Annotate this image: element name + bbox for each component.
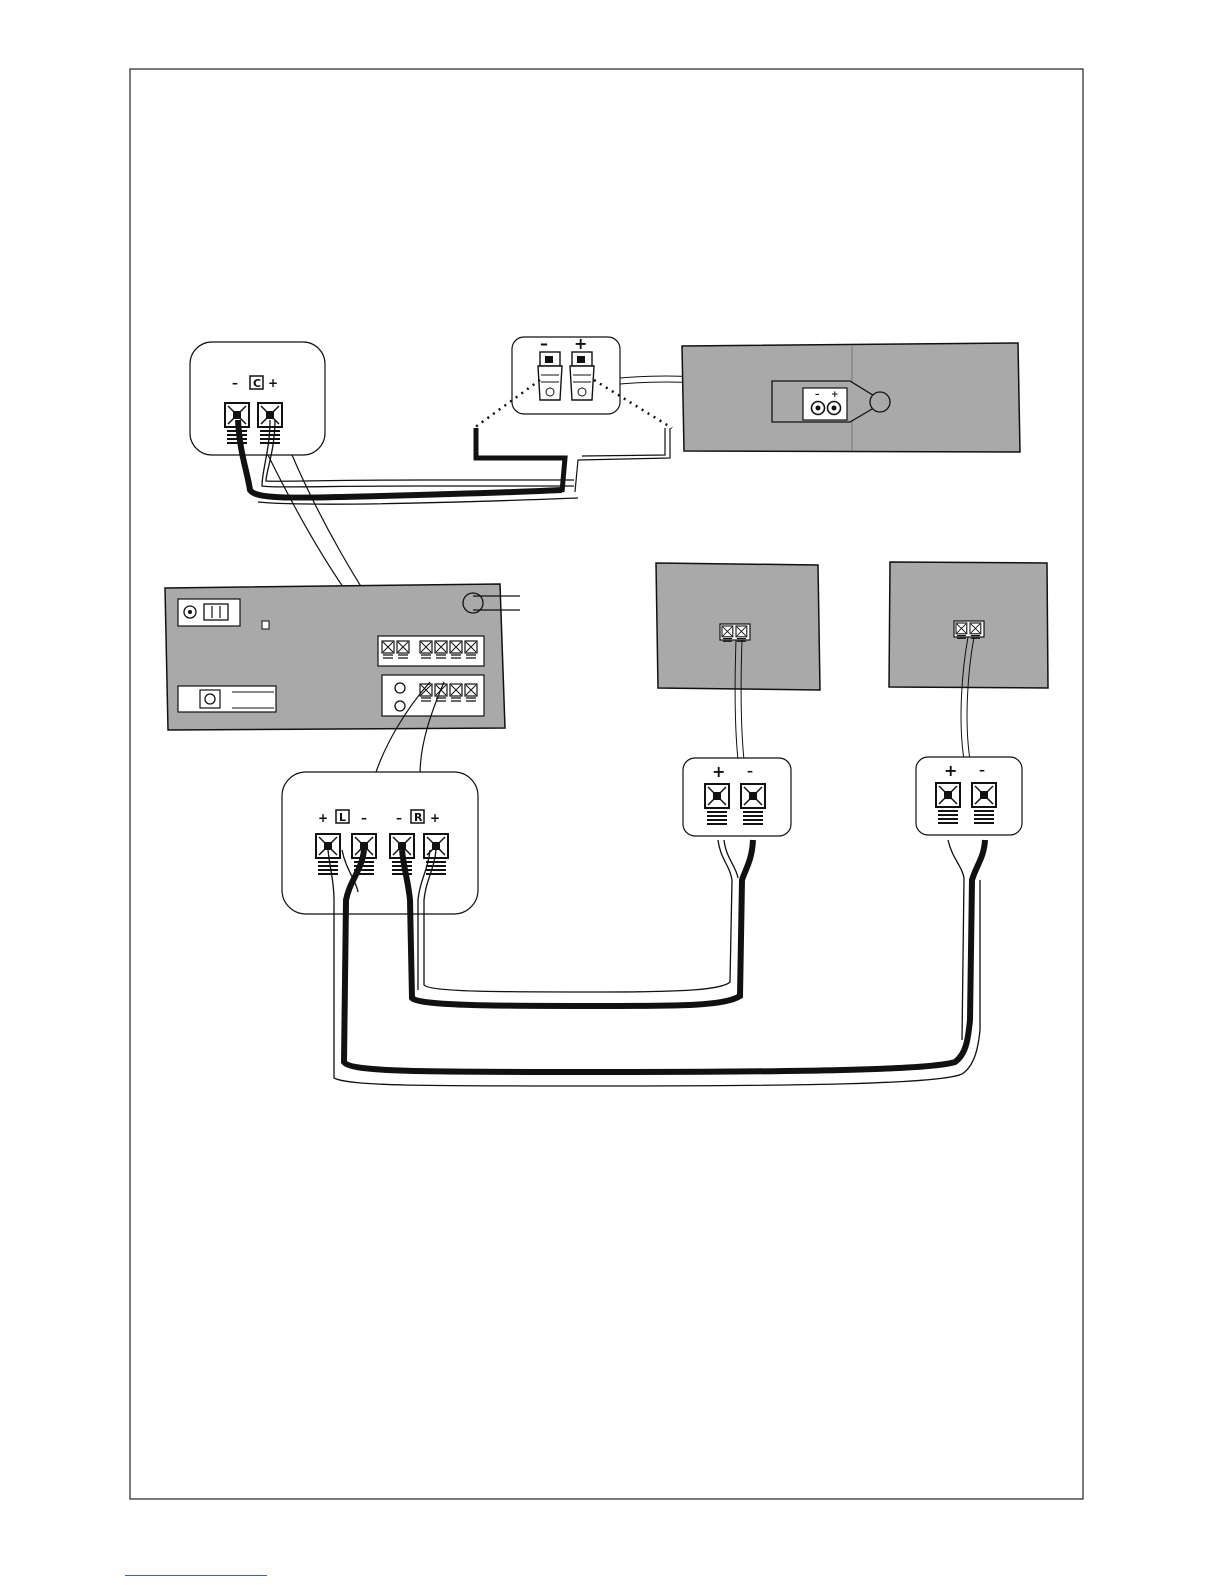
right-front-speaker [889, 562, 1048, 760]
right-speaker-plus-label: + [944, 761, 957, 780]
center-speaker: – + [682, 343, 1020, 452]
panel-minus-label: – [815, 390, 820, 400]
left-speaker-plus-label: + [712, 762, 725, 781]
center-speaker-terminal-panel [803, 388, 847, 420]
center-channel-label: C [253, 377, 261, 390]
main-unit-rear-panel [165, 584, 520, 730]
panel-plus-label: + [831, 390, 839, 400]
right-plus-label: + [430, 811, 440, 825]
footer-link-underline [125, 1575, 267, 1576]
right-minus-label: – [396, 811, 402, 825]
left-plus-label: + [318, 811, 328, 825]
left-front-speaker [656, 563, 820, 760]
center-plus-label: + [268, 376, 278, 390]
left-speaker-terminal-callout: + – [683, 758, 791, 836]
right-speaker-terminal-callout: + – [916, 757, 1022, 835]
center-terminal-callout: – C + [190, 342, 325, 455]
left-channel-label: L [339, 811, 346, 824]
connector-minus-label: – [540, 334, 548, 353]
right-speaker-minus-label: – [979, 763, 985, 777]
center-minus-label: – [232, 376, 238, 390]
left-minus-label: – [361, 811, 367, 825]
front-terminal-callout: + L – – R + [282, 772, 478, 914]
connector-minus-binding-post [538, 352, 562, 400]
connector-plus-binding-post [570, 352, 594, 400]
left-speaker-minus-label: – [747, 764, 753, 778]
connector-plus-label: + [574, 334, 587, 353]
right-channel-label: R [414, 811, 423, 824]
